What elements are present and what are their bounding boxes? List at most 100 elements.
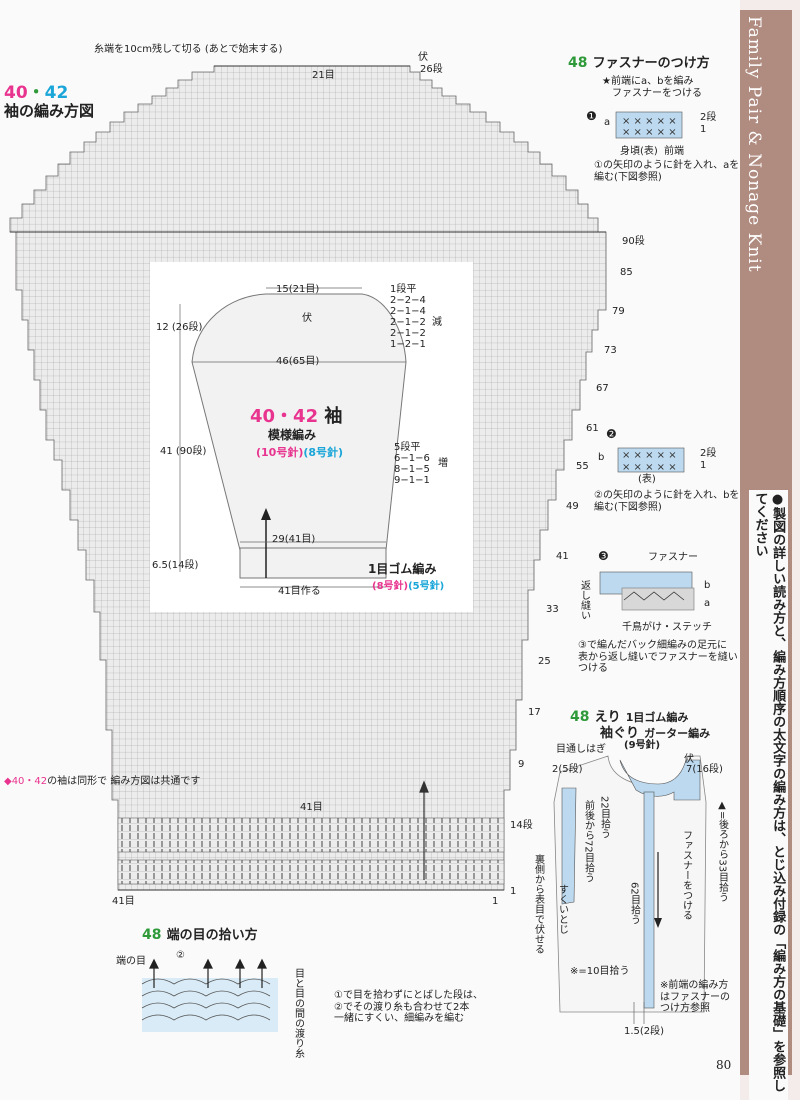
cap-height: 12 (26段) (156, 322, 203, 333)
step3-note: ③で編んだバック細編みの足元に 表から返し縫いでファスナーを縫い つける (578, 640, 738, 674)
top-stitch-count: 21目 (312, 70, 335, 81)
rib-stitch-count: 41目 (300, 802, 323, 813)
body-front-label: 身頃(表) (620, 146, 658, 157)
bind-off-label: 伏 (418, 52, 428, 63)
mark-1: 1 (700, 124, 707, 135)
row-label: 85 (620, 267, 633, 278)
sleeve-top-width: 15(21目) (276, 284, 320, 295)
row-label: 14段 (510, 820, 533, 831)
running-thread-label: 目と目の間の渡り糸 (292, 968, 304, 1058)
zipper-sub: ★前端にa、bを編み ファスナーをつける (602, 76, 702, 99)
collar-label: 前後から72目拾う (582, 800, 594, 883)
svg-text:× × × × ×: × × × × × (622, 450, 677, 461)
step-num: ❷ (606, 427, 617, 441)
cuff-width: 29(41目) (272, 534, 316, 545)
collar-label: ※=10目拾う (570, 966, 630, 977)
thread-end-note: 糸端を10cm残して切る (あとで始末する) (94, 44, 283, 55)
cuff-height: 6.5(14段) (152, 560, 199, 571)
mark-2dan: 2段 (700, 112, 717, 123)
dec-row: 2−1−2 (390, 328, 426, 339)
collar-heading-2: 袖ぐり ガーター編み (600, 726, 711, 741)
row-label: 41 (556, 551, 569, 562)
step2-note: ②の矢印のように針を入れ、bを 編む(下図参照) (594, 490, 740, 513)
bottom-left-count: 41目 (112, 896, 135, 907)
sleeve-name: 40・42 袖 (250, 406, 343, 427)
pickup-heading: 48 端の目の拾い方 (142, 927, 258, 943)
row-label: 79 (612, 306, 625, 317)
backstitch-label: 返し縫い (578, 580, 590, 620)
rib-needle: (8号針)(5号針) (372, 581, 445, 592)
step1-diagram: × × × × × × × × × × (615, 111, 683, 139)
top-row-count: 26段 (420, 64, 443, 75)
mark-b: b (704, 580, 711, 591)
svg-text:× × × × ×: × × × × × (622, 462, 677, 473)
magazine-title: Family Pair & Nonage Knit (744, 16, 764, 273)
mark-a: a (604, 117, 611, 128)
cuff-shape (239, 547, 387, 579)
bind-off-label: 伏 (684, 754, 694, 765)
row-label: 49 (566, 501, 579, 512)
collar-label: 7(16段) (686, 764, 723, 775)
step-marks (10, 65, 606, 891)
bottom-right-count: 1 (492, 896, 499, 907)
direction-arrows (419, 780, 429, 880)
needle-label: (10号針)(8号針) (256, 446, 344, 459)
row-label: 9 (518, 759, 525, 770)
row-label: 17 (528, 707, 541, 718)
collar-heading: 48 えり 1目ゴム編み (570, 709, 689, 725)
edge-stitch-label: 端の目 (116, 956, 146, 967)
pickup-note: ①で目を拾わずにとばした段は、 ②でその渡り糸も合わせて2本 一緒にすくい、細編… (334, 990, 483, 1024)
mark-2dan: 2段 (700, 448, 717, 459)
pickup-diagram (141, 958, 278, 1032)
cast-on-label: 41目作る (278, 586, 321, 597)
step3-diagram (599, 571, 695, 611)
dec-row: 2−1−2 (390, 317, 426, 328)
mark-a: a (704, 598, 711, 609)
row-label: 61 (586, 423, 599, 434)
collar-label: ファスナーをつける (680, 830, 692, 920)
step-num: ❸ (598, 549, 609, 563)
step-num: ❶ (586, 109, 597, 123)
collar-label: 裏側から表目で伏せる (532, 854, 544, 954)
common-note: ◆40・42の袖は同形で 編み方図は共通です (4, 776, 201, 787)
row-label: 33 (546, 604, 559, 615)
step1-note: ①の矢印のように針を入れ、aを 編む(下図参照) (594, 160, 740, 183)
dec-label: 減 (432, 317, 442, 328)
collar-diagram (553, 755, 707, 1024)
reference-note: ●製図の詳しい読み方と、編み方順序の太文字の編み方は、とじ込み付録の「編み方の基… (749, 490, 789, 1100)
sleeve-mid-width: 46(65目) (276, 356, 320, 367)
inc-row: 8−1−5 (394, 464, 430, 475)
zipper-label: ファスナー (648, 552, 698, 563)
collar-label: 62目拾う (628, 882, 640, 925)
row-label: 25 (538, 656, 551, 667)
collar-label: 22目拾う (598, 796, 610, 839)
sleeve-schematic-svg (179, 287, 407, 588)
svg-text:× × × × ×: × × × × × (622, 116, 677, 127)
pattern-label: 模様編み (268, 428, 317, 442)
collar-label: 2(5段) (552, 764, 583, 775)
chart-title: 袖の編み方図 (4, 102, 95, 120)
rib-band-lower (117, 859, 505, 885)
front-edge-label: 前端 (664, 146, 684, 157)
row-label: 90段 (622, 236, 645, 247)
collar-label: 目通しはぎ (556, 744, 606, 755)
row-label: 1 (510, 886, 517, 897)
mark-b: b (598, 452, 605, 463)
svg-text:× × × × ×: × × × × × (622, 127, 677, 138)
inc-row: 6−1−6 (394, 453, 430, 464)
row-label: 73 (604, 345, 617, 356)
rib-band (117, 817, 505, 853)
inc-label: 増 (438, 458, 448, 469)
inc-row: 9−1−1 (394, 475, 430, 486)
inc-row: 5段平 (394, 442, 421, 453)
page-number: 80 (716, 1058, 732, 1072)
collar-needle: (9号針) (624, 740, 661, 751)
front-edge-note: ※前端の編み方 はファスナーの つけ方参照 (660, 980, 730, 1014)
zipper-heading: 48 ファスナーのつけ方 (568, 55, 710, 71)
pickup-circle: ② (176, 950, 185, 961)
collar-label: すくいとじ (556, 884, 568, 934)
dec-row: 1段平 (390, 284, 417, 295)
mark-1: 1 (700, 460, 707, 471)
triangle-note: ▲=後ろから33目拾う (716, 800, 728, 903)
dec-row: 2−1−4 (390, 306, 426, 317)
